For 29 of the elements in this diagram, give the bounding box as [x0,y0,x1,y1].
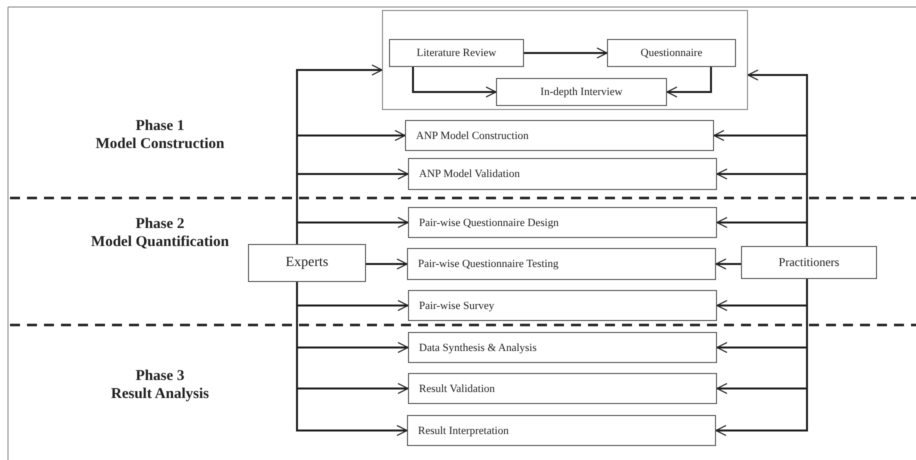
process-box: ANP Model Validation [408,158,717,190]
arrow [666,67,712,98]
arrow [366,258,408,270]
process-box: Questionnaire [607,39,736,67]
process-box: In-depth Interview [496,78,667,106]
process-box: Result Interpretation [407,415,716,446]
phase-label: Phase 3 [134,368,186,385]
arrow [524,47,608,59]
arrow [715,279,808,436]
arrow [715,258,741,270]
process-box: Literature Review [389,39,524,67]
phase-label: Model Construction [94,136,226,153]
arrow [412,67,497,98]
process-box: Result Validation [408,373,717,404]
phase-label: Result Analysis [110,386,210,403]
phase-label: Phase 1 [134,118,186,135]
process-box: Pair-wise Questionnaire Testing [407,248,716,280]
actor-box: Practitioners [741,246,877,279]
arrow [296,216,409,244]
phase-label: Model Quantification [90,234,230,251]
process-box: Pair-wise Questionnaire Design [408,207,717,238]
phase-label: Phase 2 [134,216,186,233]
process-box: ANP Model Construction [405,120,714,151]
process-box: Pair-wise Survey [408,290,717,321]
arrow [716,216,808,246]
group-box [382,10,748,110]
arrow [296,282,408,436]
process-box: Data Synthesis & Analysis [408,332,717,363]
actor-box: Experts [248,244,366,282]
